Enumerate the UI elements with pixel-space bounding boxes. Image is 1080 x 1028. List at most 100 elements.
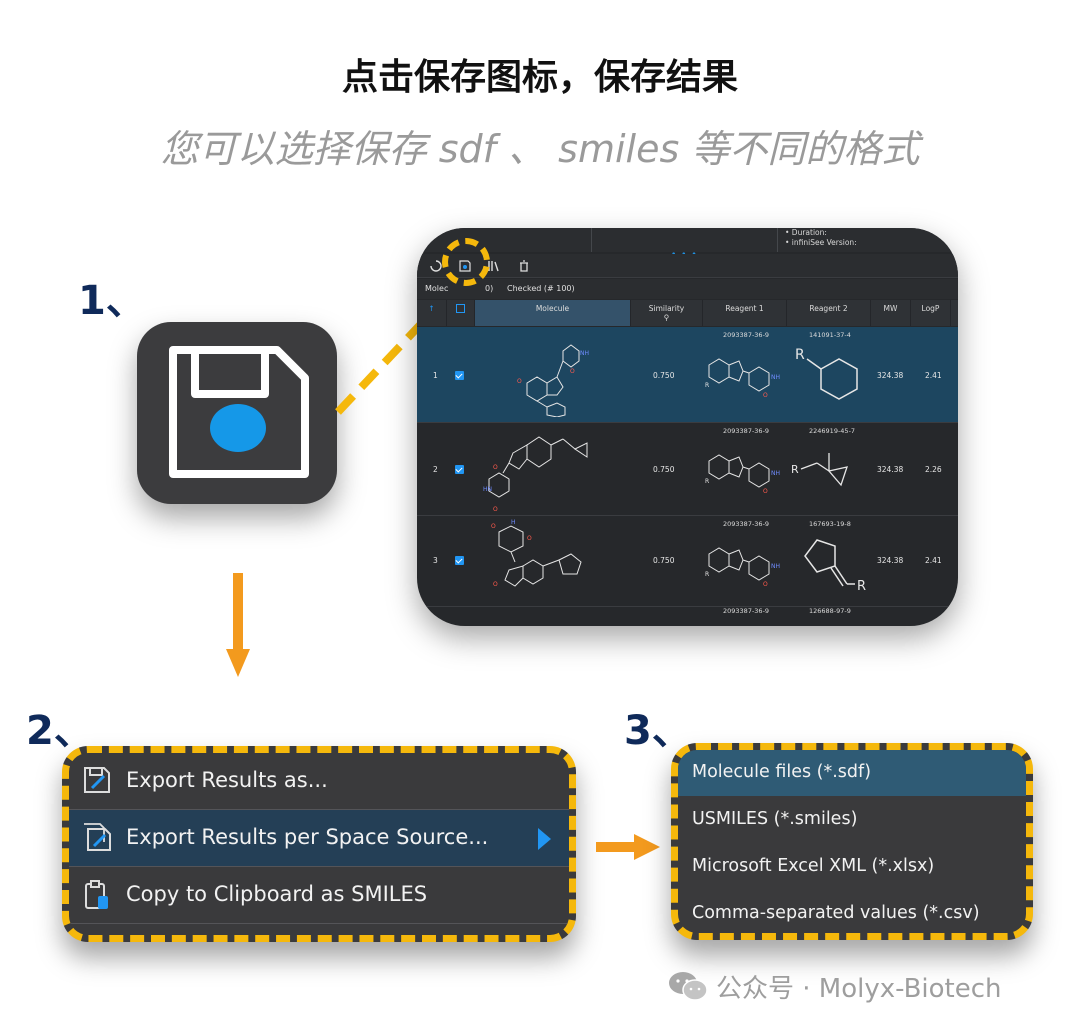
molecule-structure: NH O O bbox=[517, 344, 589, 417]
similarity-value: 0.750 bbox=[653, 556, 675, 565]
reagent1-structure: R O NH bbox=[705, 358, 780, 399]
row-checkbox[interactable] bbox=[455, 556, 464, 565]
clipboard-icon bbox=[85, 880, 108, 909]
svg-text:O: O bbox=[493, 464, 498, 471]
watermark-text: 公众号 · Molyx-Biotech bbox=[716, 974, 1002, 1004]
arrow-right-icon bbox=[596, 834, 660, 860]
svg-text:NH: NH bbox=[771, 563, 780, 570]
format-menu: Molecule files (*.sdf) USMILES (*.smiles… bbox=[671, 743, 1033, 940]
svg-text:O: O bbox=[517, 378, 522, 385]
page-title: 点击保存图标，保存结果 bbox=[341, 57, 738, 98]
row-number: 3 bbox=[433, 556, 438, 565]
molecule-structure: O H O O bbox=[491, 519, 582, 588]
menu-item-label: Copy to Clipboard as SMILES bbox=[126, 882, 428, 906]
mw-value: 324.38 bbox=[877, 465, 904, 474]
svg-text:NH: NH bbox=[771, 470, 780, 477]
svg-text:R: R bbox=[857, 579, 866, 594]
reagent1-cas: 2093387-36-9 bbox=[723, 427, 770, 435]
format-label: Molecule files (*.sdf) bbox=[692, 762, 872, 782]
similarity-value: 0.750 bbox=[653, 465, 675, 474]
menu-item-export-results[interactable]: Export Results as... bbox=[69, 753, 569, 809]
logp-value: 2.41 bbox=[925, 371, 942, 380]
mw-value: 324.38 bbox=[877, 371, 904, 380]
svg-text:O: O bbox=[763, 488, 768, 495]
svg-text:NH: NH bbox=[580, 350, 589, 357]
refresh-icon[interactable] bbox=[429, 259, 443, 273]
tab-checked[interactable]: Checked (# 100) bbox=[507, 284, 575, 293]
svg-text:O: O bbox=[493, 581, 498, 588]
reagent2-cas: 2246919-45-7 bbox=[809, 427, 856, 435]
format-csv[interactable]: Comma-separated values (*.csv) bbox=[678, 891, 1026, 933]
col-logp[interactable]: LogP bbox=[911, 300, 951, 326]
table-row[interactable]: 2093387-36-9 126688-97-9 bbox=[417, 607, 958, 626]
svg-text:O: O bbox=[763, 581, 768, 588]
row-divider bbox=[417, 515, 958, 516]
col-reagent2[interactable]: Reagent 2 bbox=[787, 300, 871, 326]
multi-save-icon bbox=[84, 823, 111, 851]
format-label: Comma-separated values (*.csv) bbox=[692, 903, 980, 923]
svg-text:NH: NH bbox=[771, 374, 780, 381]
save-icon-tile[interactable] bbox=[137, 322, 337, 504]
table-row[interactable]: 2 O HN O 0.750 2093387-36-9 R bbox=[417, 423, 958, 515]
row-number: 2 bbox=[433, 465, 438, 474]
reagent2-cas: 141091-37-4 bbox=[809, 331, 851, 339]
menu-item-copy-smiles[interactable]: Copy to Clipboard as SMILES bbox=[69, 867, 569, 923]
col-similarity[interactable]: Similarity⚲ bbox=[631, 300, 703, 326]
arrow-down-icon bbox=[226, 573, 250, 677]
toolbar bbox=[417, 254, 958, 278]
panel-info-bar bbox=[417, 228, 958, 252]
format-label: USMILES (*.smiles) bbox=[692, 809, 858, 829]
row-checkbox[interactable] bbox=[455, 371, 464, 380]
tab-molecules-count: 0) bbox=[485, 284, 494, 293]
reagent2-structure: R bbox=[791, 453, 848, 487]
trash-icon[interactable] bbox=[517, 259, 531, 273]
info-duration: • Duration: bbox=[785, 228, 827, 237]
save-icon bbox=[84, 767, 110, 793]
menu-item-label: Export Results per Space Source... bbox=[126, 825, 489, 849]
svg-text:R: R bbox=[705, 478, 709, 485]
col-mw[interactable]: MW bbox=[871, 300, 911, 326]
chevron-right-icon bbox=[538, 828, 551, 850]
format-xlsx[interactable]: Microsoft Excel XML (*.xlsx) bbox=[678, 844, 1026, 890]
reagent2-cas: 126688-97-9 bbox=[809, 607, 851, 615]
result-tabs: Molec 0) Checked (# 100) bbox=[417, 279, 958, 299]
wrench-icon: ⚲ bbox=[663, 313, 670, 322]
col-similarity-label: Similarity bbox=[648, 304, 685, 313]
similarity-value: 0.750 bbox=[653, 371, 675, 380]
row-divider bbox=[417, 422, 958, 423]
info-version: • infiniSee Version: bbox=[785, 238, 857, 247]
logp-value: 2.41 bbox=[925, 556, 942, 565]
reagent2-structure: R bbox=[795, 347, 858, 400]
menu-item-label: Export Results as... bbox=[126, 768, 328, 792]
svg-text:R: R bbox=[791, 463, 799, 476]
format-sdf[interactable]: Molecule files (*.sdf) bbox=[678, 750, 1026, 796]
reagent1-cas: 2093387-36-9 bbox=[723, 331, 770, 339]
mw-value: 324.38 bbox=[877, 556, 904, 565]
tab-molecules[interactable]: Molec bbox=[425, 284, 449, 293]
svg-text:R: R bbox=[705, 571, 709, 578]
col-molecule[interactable]: Molecule bbox=[475, 300, 631, 326]
sort-icon[interactable]: ↑ bbox=[417, 300, 447, 326]
row-divider bbox=[417, 606, 958, 607]
format-label: Microsoft Excel XML (*.xlsx) bbox=[692, 856, 935, 876]
col-reagent1[interactable]: Reagent 1 bbox=[703, 300, 787, 326]
svg-text:R: R bbox=[795, 347, 805, 363]
menu-item-export-per-source[interactable]: Export Results per Space Source... bbox=[69, 810, 569, 866]
export-menu: Export Results as... Export Results per … bbox=[62, 746, 576, 942]
svg-text:O: O bbox=[493, 506, 498, 513]
select-all-checkbox[interactable] bbox=[447, 300, 475, 326]
svg-text:O: O bbox=[763, 392, 768, 399]
reagent1-structure: R O NH bbox=[705, 454, 780, 495]
reagent1-cas: 2093387-36-9 bbox=[723, 607, 770, 615]
page-subtitle: 您可以选择保存 sdf 、 smiles 等不同的格式 bbox=[160, 127, 920, 171]
table-row[interactable]: 3 O H O O 0.750 2093387-36-9 bbox=[417, 516, 958, 606]
svg-text:O: O bbox=[570, 368, 575, 375]
row-checkbox[interactable] bbox=[455, 465, 464, 474]
reagent1-cas: 2093387-36-9 bbox=[723, 520, 770, 528]
format-smiles[interactable]: USMILES (*.smiles) bbox=[678, 797, 1026, 843]
table-header: ↑ Molecule Similarity⚲ Reagent 1 Reagent… bbox=[417, 300, 958, 326]
highlight-circle bbox=[442, 238, 490, 286]
results-screenshot: • Duration: • infiniSee Version: • • • M… bbox=[417, 228, 958, 626]
reagent2-cas: 167693-19-8 bbox=[809, 520, 851, 528]
table-row[interactable]: 1 NH O O 0.750 2093387-36-9 R bbox=[417, 327, 958, 422]
